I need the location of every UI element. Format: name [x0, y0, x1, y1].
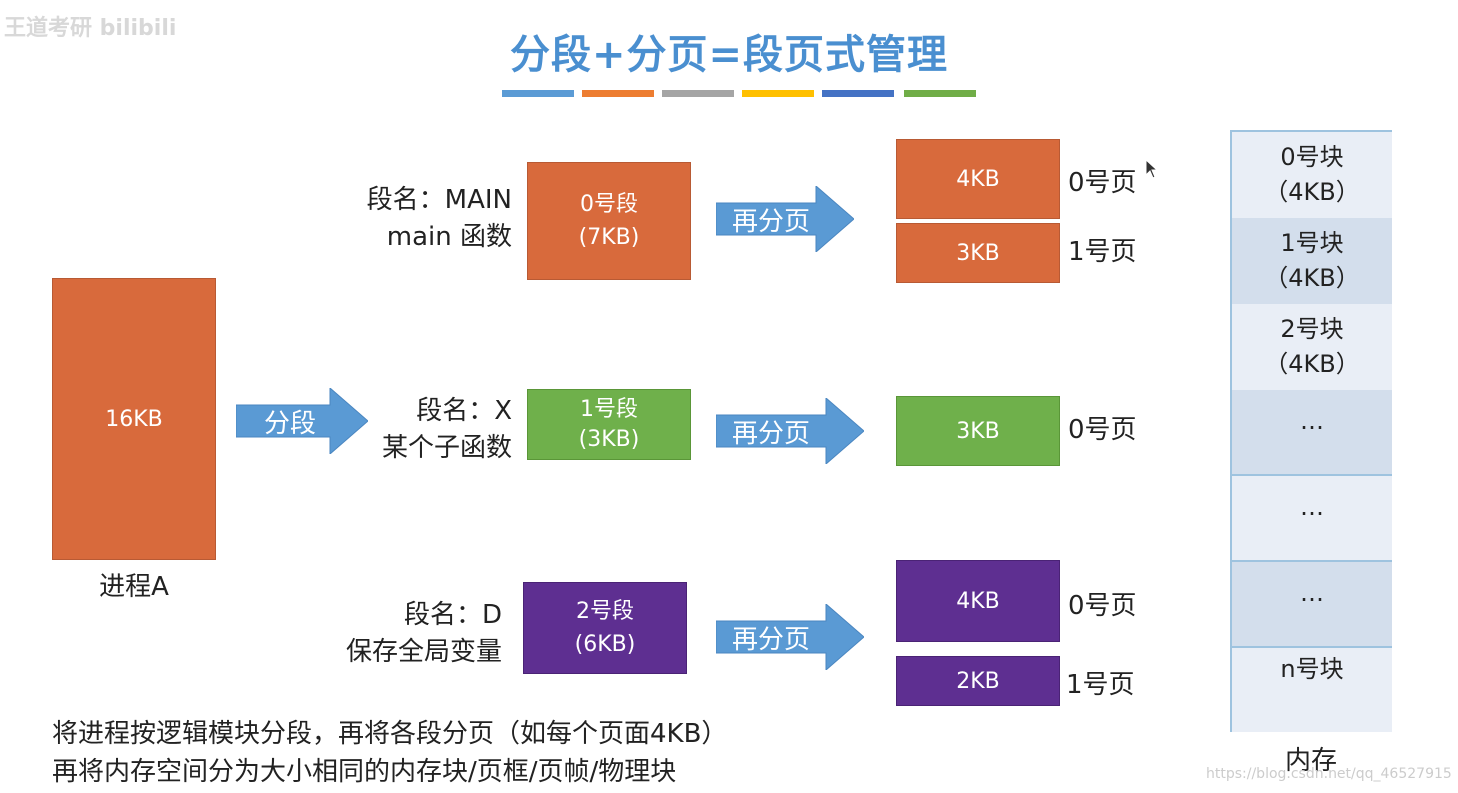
- segment-arrow-label: 分段: [264, 408, 317, 439]
- segment-1-description: 段名：X 某个子函数: [300, 393, 512, 467]
- memory-block-1-size: （4KB）: [1264, 264, 1360, 292]
- segment-1-size: (3KB): [578, 426, 640, 452]
- repage-arrow-0: 再分页: [716, 186, 854, 252]
- repage-arrow-2-label: 再分页: [732, 624, 811, 655]
- segment-2-page-0-label: 0号页: [1068, 591, 1137, 621]
- explanation-text: 将进程按逻辑模块分段，再将各段分页（如每个页面4KB） 再将内存空间分为大小相同…: [52, 716, 727, 791]
- segment-0-page-0-block: 4KB: [896, 139, 1060, 219]
- memory-block-4-name: …: [1300, 493, 1324, 521]
- color-bar-segment-1: [502, 90, 574, 97]
- segment-0-description: 段名：MAIN main 函数: [300, 182, 512, 256]
- segment-0-size: (7KB): [578, 225, 640, 250]
- segment-2-name: 2号段: [576, 599, 634, 624]
- segment-2-desc-line1: 段名：D: [403, 600, 502, 630]
- explanation-line-1: 将进程按逻辑模块分段，再将各段分页（如每个页面4KB）: [52, 719, 728, 749]
- color-bar-segment-3: [662, 90, 734, 97]
- color-bar-segment-2: [582, 90, 654, 97]
- segment-0-page-1-label: 1号页: [1068, 237, 1137, 267]
- watermark-url: https://blog.csdn.net/qq_46527915: [1206, 766, 1452, 782]
- memory-block-1: 1号块 （4KB）: [1232, 218, 1392, 306]
- segment-1-page-0-size: 3KB: [956, 418, 1000, 444]
- memory-column: 0号块 （4KB） 1号块 （4KB） 2号块 （4KB） … … … n号块: [1230, 130, 1392, 732]
- memory-block-2-name: 2号块: [1280, 315, 1344, 344]
- color-bar-segment-5: [822, 90, 894, 97]
- process-size: 16KB: [105, 406, 163, 432]
- segment-1-page-0-block: 3KB: [896, 396, 1060, 466]
- segment-0-desc-line1: 段名：MAIN: [366, 185, 512, 215]
- segment-1-block: 1号段 (3KB): [527, 389, 691, 460]
- repage-arrow-1-label: 再分页: [732, 418, 811, 449]
- segment-0-name: 0号段: [580, 192, 638, 217]
- segment-2-page-0-size: 4KB: [956, 588, 1000, 614]
- segment-1-page-0-label: 0号页: [1068, 415, 1137, 445]
- color-bar-segment-6: [904, 90, 976, 97]
- memory-block-3: …: [1232, 390, 1392, 476]
- memory-block-4: …: [1232, 476, 1392, 562]
- segment-2-page-1-label: 1号页: [1066, 670, 1135, 700]
- segment-0-page-1-size: 3KB: [956, 240, 1000, 266]
- memory-block-6: n号块: [1232, 648, 1392, 732]
- segment-0-page-0-label: 0号页: [1068, 168, 1137, 198]
- repage-arrow-2: 再分页: [716, 604, 864, 670]
- color-bar-segment-4: [742, 90, 814, 97]
- segment-2-size: (6KB): [574, 632, 636, 657]
- segment-0-block: 0号段 (7KB): [527, 162, 691, 280]
- memory-block-2: 2号块 （4KB）: [1232, 304, 1392, 392]
- process-label: 进程A: [99, 572, 169, 602]
- repage-arrow-0-label: 再分页: [732, 206, 811, 237]
- explanation-line-2: 再将内存空间分为大小相同的内存块/页框/页帧/物理块: [52, 756, 677, 787]
- memory-label: 内存: [1284, 746, 1337, 776]
- memory-block-0-size: （4KB）: [1264, 178, 1360, 206]
- segment-2-block: 2号段 (6KB): [523, 582, 687, 674]
- title-color-bar: [0, 0, 1458, 100]
- memory-block-5: …: [1232, 562, 1392, 648]
- memory-block-0: 0号块 （4KB）: [1232, 132, 1392, 220]
- segment-2-page-1-block: 2KB: [896, 656, 1060, 706]
- memory-block-2-size: （4KB）: [1264, 350, 1360, 378]
- segment-0-page-0-size: 4KB: [956, 166, 1000, 192]
- memory-block-0-name: 0号块: [1280, 143, 1344, 172]
- segment-2-description: 段名：D 保存全局变量: [288, 597, 502, 671]
- channel-logo: 王道考研 bilibili: [4, 16, 177, 41]
- repage-arrow-1: 再分页: [716, 398, 864, 464]
- segment-1-desc-line1: 段名：X: [416, 396, 512, 426]
- process-block: 16KB: [52, 278, 216, 560]
- segment-2-page-1-size: 2KB: [956, 668, 1000, 694]
- segment-2-page-0-block: 4KB: [896, 560, 1060, 642]
- mouse-cursor-icon: [1145, 158, 1159, 184]
- memory-block-5-name: …: [1300, 579, 1324, 607]
- segment-0-page-1-block: 3KB: [896, 223, 1060, 283]
- segment-2-desc-line2: 保存全局变量: [345, 636, 502, 667]
- memory-block-1-name: 1号块: [1280, 229, 1344, 258]
- page-title: 分段+分页=段页式管理: [509, 32, 949, 78]
- memory-block-6-name: n号块: [1280, 655, 1344, 683]
- segment-1-desc-line2: 某个子函数: [381, 432, 512, 463]
- segment-arrow: 分段: [236, 388, 368, 454]
- memory-block-3-name: …: [1300, 407, 1324, 435]
- segment-1-name: 1号段: [580, 396, 638, 422]
- segment-0-desc-line2: main 函数: [386, 221, 512, 252]
